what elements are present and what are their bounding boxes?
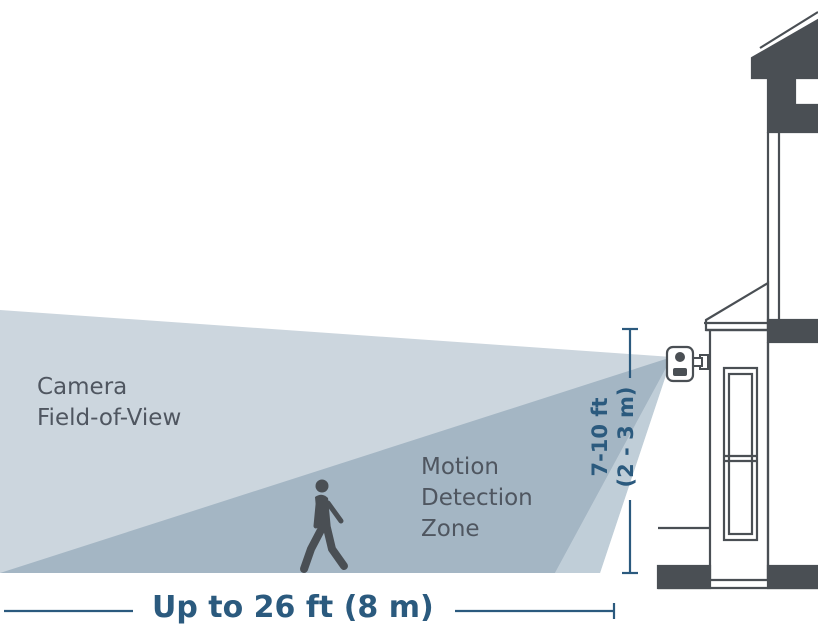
house-illustration (656, 0, 818, 590)
mount-height-label-line-1: 7-10 ft (588, 397, 612, 477)
motion-zone-label-line-1: Motion (421, 454, 499, 480)
field-of-view-label: Camera Field-of-View (37, 372, 181, 434)
walking-person-icon (300, 479, 348, 573)
detection-range-label: Up to 26 ft (8 m) (152, 590, 434, 625)
security-camera-icon (665, 345, 709, 383)
mount-height-label-line-2: (2 - 3 m) (614, 386, 638, 488)
motion-detection-zone-area (0, 357, 672, 573)
mount-height-dimension-line (622, 327, 638, 575)
motion-zone-label-line-2: Detection (421, 485, 533, 511)
field-of-view-label-line-1: Camera (37, 374, 128, 400)
motion-zone-edge-highlight (555, 357, 672, 573)
range-dimension-line (4, 603, 616, 619)
field-of-view-label-line-2: Field-of-View (37, 405, 182, 431)
motion-detection-zone-label: Motion Detection Zone (421, 452, 533, 545)
motion-zone-label-line-3: Zone (421, 516, 480, 542)
